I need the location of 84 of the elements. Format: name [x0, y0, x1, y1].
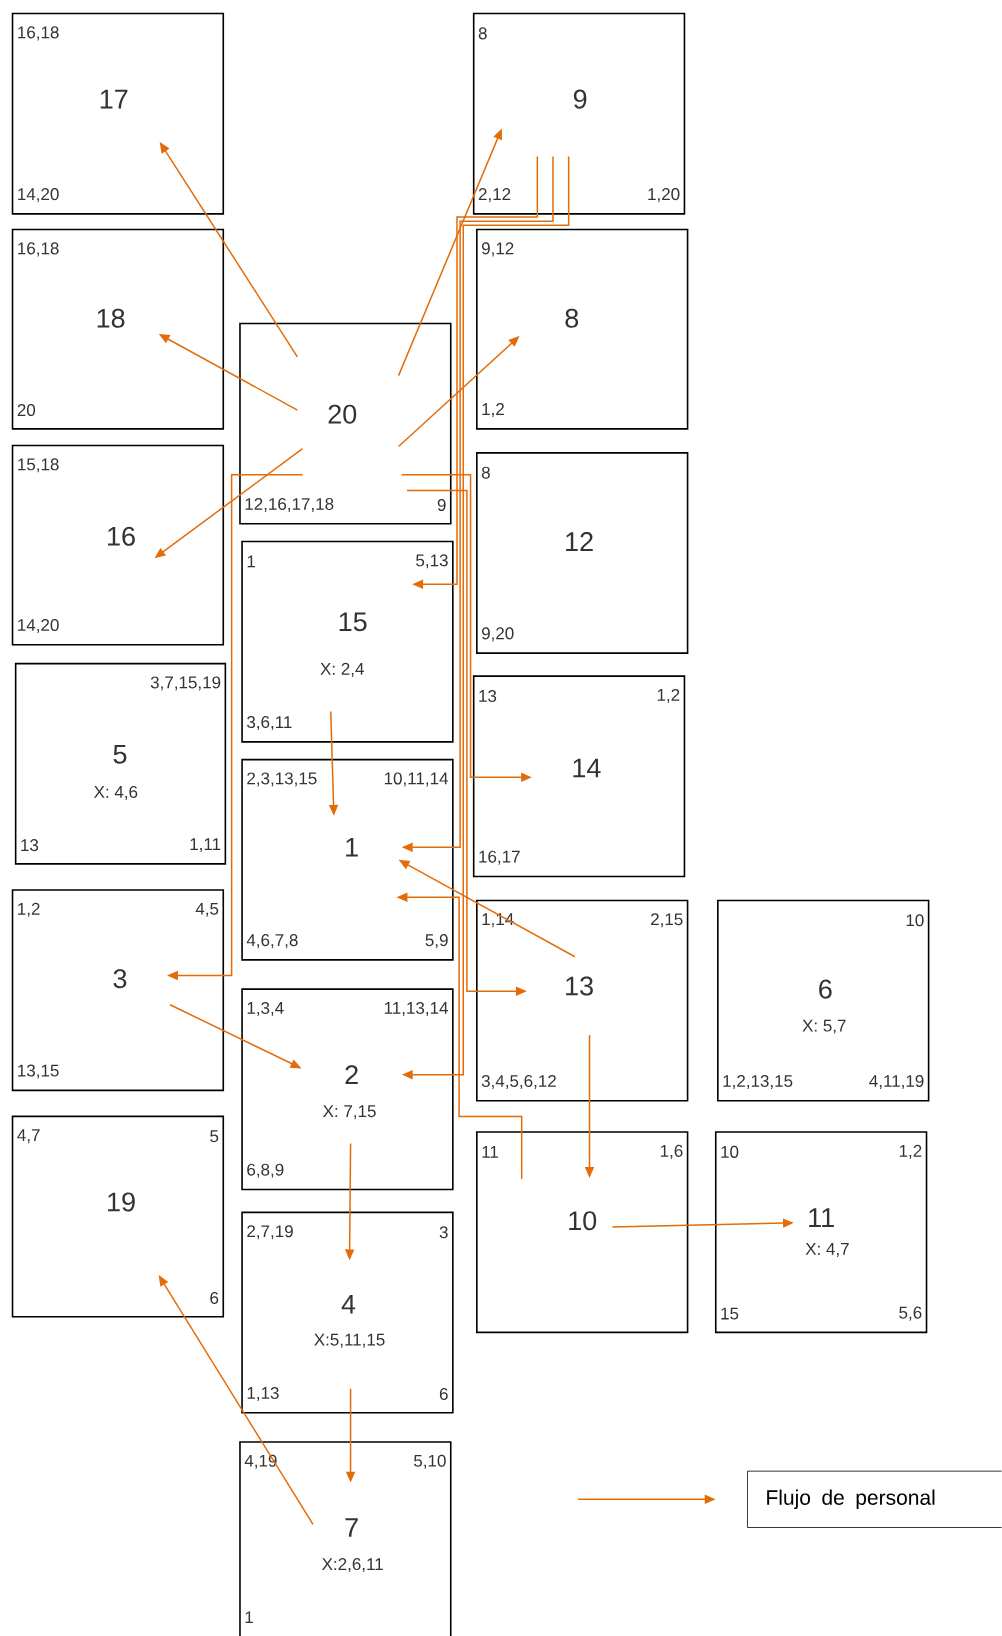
area-number: 10 — [569, 1211, 597, 1231]
adjacency-label: 4,7 — [17, 1129, 40, 1144]
area-number: 19 — [108, 1192, 135, 1212]
area-number: 8 — [565, 308, 579, 328]
adjacency-label: 3 — [439, 1226, 448, 1239]
adjacency-label: 3,7,15,19 — [151, 676, 221, 691]
area-number: 12 — [566, 532, 593, 551]
adjacency-label: 5,10 — [414, 1454, 446, 1469]
adjacency-label: 16,17 — [479, 850, 520, 865]
adjacency-label: 13 — [479, 689, 497, 702]
adjacency-label: 1,2 — [900, 1144, 922, 1159]
adjacency-label: 14,20 — [18, 619, 59, 634]
adjacency-label: 20 — [17, 404, 36, 417]
area-number: 13 — [566, 976, 594, 996]
adjacency-label: 12,16,17,18 — [245, 497, 334, 512]
adjacency-label: 1,2,13,15 — [723, 1074, 793, 1089]
area-number: 20 — [328, 404, 357, 424]
adjacency-label: 16,18 — [18, 242, 59, 257]
area-number: 18 — [97, 308, 125, 328]
adjacency-label: 10,11,14 — [385, 772, 449, 787]
area-number: 15 — [339, 612, 367, 632]
adjacency-label: 9,20 — [482, 627, 514, 642]
adjacency-label: 10 — [721, 1145, 739, 1158]
adjacency-label: 15,18 — [18, 458, 59, 473]
adjacency-label: 13 — [21, 839, 39, 852]
area-number: 3 — [113, 969, 127, 989]
exclusion-note: X: 4,7 — [805, 1243, 849, 1257]
adjacency-label: 1 — [245, 1611, 254, 1624]
exclusion-note: X: 5,7 — [802, 1019, 846, 1034]
adjacency-label: 2,15 — [651, 913, 683, 928]
exclusion-note: X:5,11,15 — [314, 1333, 385, 1348]
adjacency-label: 14,20 — [18, 188, 59, 203]
area-number: 6 — [819, 979, 832, 999]
adjacency-label: 11 — [482, 1146, 499, 1158]
adjacency-label: 11,13,14 — [385, 1001, 449, 1016]
adjacency-label: 16,18 — [18, 26, 59, 41]
exclusion-note: X: 2,4 — [320, 662, 365, 677]
adjacency-label: 2,12 — [479, 188, 511, 203]
area-number: 1 — [346, 837, 358, 857]
adjacency-label: 4,5 — [195, 902, 219, 917]
adjacency-label: 1,3,4 — [247, 1001, 284, 1016]
arrow — [398, 336, 520, 448]
adjacency-label: 13,15 — [18, 1064, 59, 1079]
adjacency-label: 5 — [210, 1130, 219, 1143]
area-number: 16 — [108, 526, 136, 546]
adjacency-label: 4,11,19 — [869, 1074, 924, 1089]
adjacency-label: 3,6,11 — [247, 716, 292, 731]
adjacency-label: 2,7,19 — [247, 1225, 294, 1240]
adjacency-label: 1,2 — [482, 403, 505, 418]
adjacency-label: 1,2 — [18, 902, 40, 917]
adjacency-label: 8 — [478, 27, 487, 40]
area-number: 11 — [809, 1208, 835, 1227]
area-number: 14 — [573, 758, 601, 778]
adjacency-label: 5,13 — [416, 554, 448, 569]
adjacency-label: 3,4,5,6,12 — [482, 1074, 557, 1089]
area-number: 4 — [341, 1294, 356, 1314]
exclusion-note: X: 7,15 — [323, 1105, 376, 1120]
exclusion-note: X:2,6,11 — [322, 1558, 384, 1573]
area-number: 17 — [100, 89, 128, 109]
adjacency-label: 6 — [210, 1291, 219, 1304]
adjacency-label: 10 — [906, 914, 924, 927]
adjacency-label: 8 — [482, 466, 491, 479]
adjacency-label: 1 — [247, 555, 256, 568]
area-number: 9 — [574, 89, 587, 109]
adjacency-label: 1,11 — [190, 838, 221, 853]
area-number: 5 — [113, 744, 127, 764]
adjacency-label: 1,14 — [482, 913, 514, 928]
adjacency-label: 4,6,7,8 — [246, 934, 298, 949]
adjacency-label: 1,2 — [658, 688, 680, 703]
area-number: 2 — [345, 1065, 358, 1085]
exclusion-note: X: 4,6 — [94, 785, 138, 800]
adjacency-label: 2,3,13,15 — [247, 772, 317, 787]
legend-box: Flujo de personal — [747, 1470, 1002, 1528]
adjacency-label: 5,6 — [899, 1306, 922, 1321]
adjacency-label: 6,8,9 — [247, 1163, 284, 1178]
area-number: 7 — [345, 1518, 358, 1537]
adjacency-label: 9,12 — [482, 242, 514, 257]
adjacency-label: 1,20 — [648, 188, 680, 203]
adjacency-label: 6 — [440, 1387, 448, 1400]
adjacency-label: 1,6 — [661, 1144, 683, 1159]
adjacency-label: 5,9 — [425, 934, 448, 949]
adjacency-label: 9 — [437, 499, 446, 511]
adjacency-label: 15 — [721, 1307, 739, 1320]
adjacency-label: 1,13 — [247, 1386, 279, 1401]
